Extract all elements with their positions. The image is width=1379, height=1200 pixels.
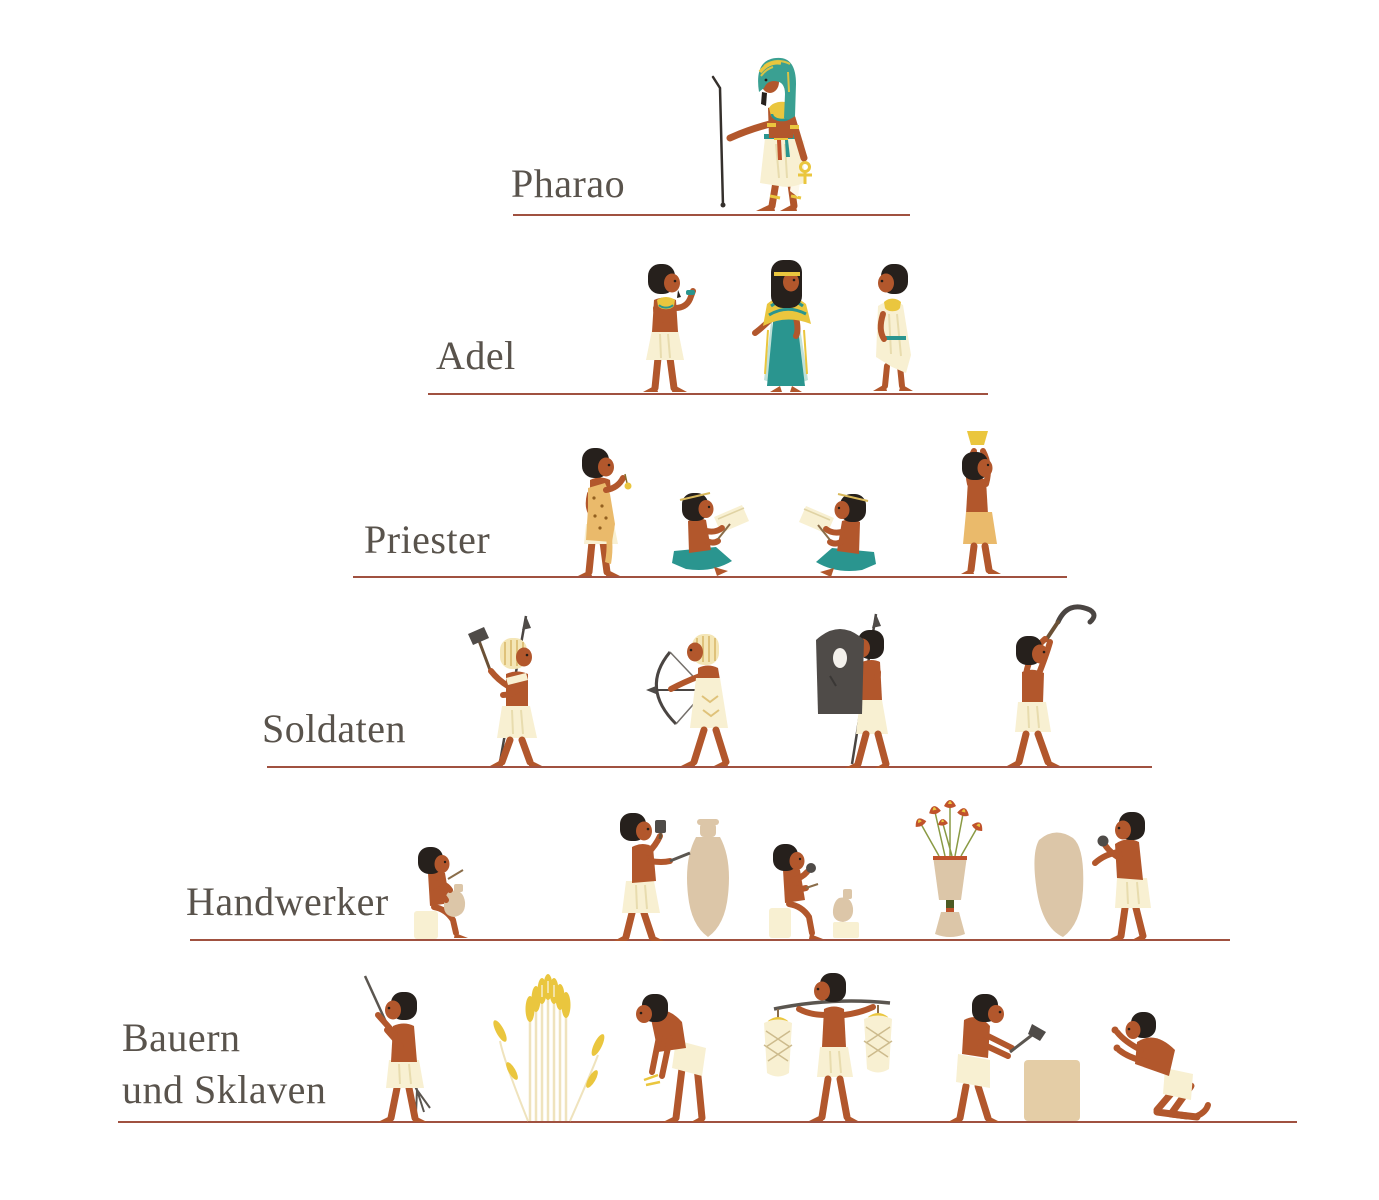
- soldier-shield-spear-figure: [816, 613, 890, 768]
- level-line-bauern: [118, 1121, 1297, 1123]
- amulet: [624, 482, 632, 490]
- ankh: [798, 161, 812, 184]
- level-line-handwerker: [190, 939, 1230, 941]
- level-label-soldaten: Soldaten: [262, 706, 406, 751]
- farmer-rake-figure: [363, 975, 431, 1122]
- priest-offering-figure: [961, 431, 1001, 574]
- level-label-pharao: Pharao: [511, 161, 626, 206]
- soldier-khopesh-figure: [1007, 604, 1097, 766]
- khopesh-sword: [1055, 604, 1097, 625]
- lotus-flowers: [915, 800, 983, 832]
- grain-basket-right: [863, 1005, 893, 1073]
- stylus: [717, 523, 731, 540]
- false-beard: [761, 92, 767, 106]
- seated-potter-figure: [414, 847, 468, 939]
- gold-headband: [774, 272, 800, 276]
- mallet: [655, 820, 666, 833]
- craftsman-amphora-figure: [614, 813, 729, 941]
- seated-vase-polisher-figure: [769, 844, 859, 939]
- soldier-archer-figure: [646, 634, 730, 766]
- nobleman-gesturing-figure: [643, 264, 696, 392]
- farmer-baskets-figure: [763, 973, 893, 1121]
- nobleman-robe-figure: [873, 264, 913, 391]
- stone-worker-figure: [948, 994, 1080, 1122]
- farmer-harvesting-figure: [636, 994, 706, 1122]
- tall-vase: [933, 856, 967, 900]
- amphora: [687, 837, 729, 937]
- lotus-vase-figure: [915, 800, 983, 937]
- level-label-priester: Priester: [364, 517, 491, 562]
- level-label-adel: Adel: [436, 333, 516, 378]
- small-vase: [832, 897, 854, 922]
- soldier-axe-spear-figure: [468, 615, 542, 766]
- level-line-priester: [353, 576, 1067, 578]
- pharaoh-figure: [711, 57, 812, 211]
- grain-basket-left: [763, 1009, 793, 1077]
- clay-pot: [443, 890, 466, 917]
- craftsman-large-vessel-figure: [1034, 812, 1151, 940]
- offering-vessel: [967, 431, 988, 445]
- priest-leopard-skin-figure: [578, 448, 632, 576]
- large-vessel: [1034, 832, 1084, 937]
- stone-block: [1024, 1060, 1080, 1121]
- polishing-stone: [806, 863, 816, 873]
- seated-scribe-figure: [672, 492, 749, 576]
- shield: [816, 629, 864, 714]
- was-staff: [711, 75, 725, 208]
- chisel: [669, 851, 691, 863]
- bow: [655, 651, 678, 726]
- wheat-sheaf-figure: [493, 974, 605, 1122]
- axe: [476, 637, 492, 671]
- kneeling-slave-figure: [1111, 1012, 1211, 1121]
- level-label-bauern-und-sklaven: Bauern und Sklaven: [122, 1015, 327, 1112]
- level-line-pharao: [513, 214, 910, 216]
- seated-scribe-mirrored-figure: [799, 493, 876, 577]
- noblewoman-figure: [752, 260, 811, 392]
- level-line-adel: [428, 393, 988, 395]
- level-label-handwerker: Handwerker: [186, 879, 389, 924]
- level-line-soldaten: [267, 766, 1152, 768]
- nemes-headdress: [758, 57, 796, 120]
